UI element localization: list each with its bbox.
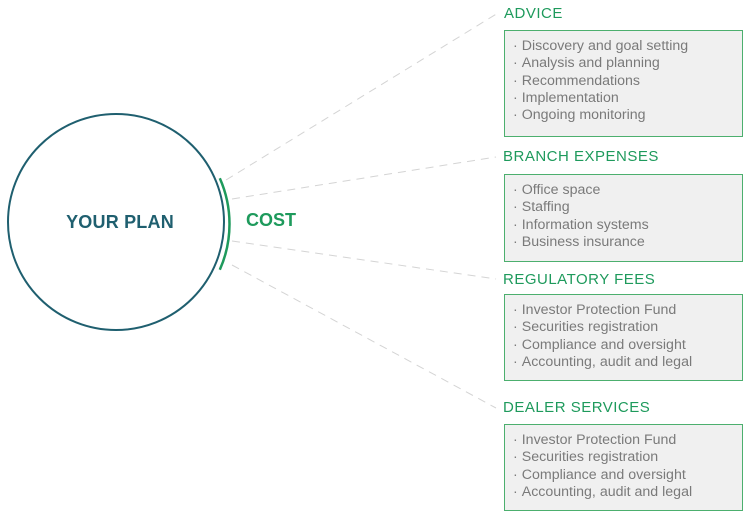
- plan-title: YOUR PLAN: [66, 212, 174, 232]
- bullet-icon: ·: [513, 233, 518, 250]
- bullet-icon: ·: [513, 336, 518, 353]
- connector-dealer-services: [231, 264, 497, 409]
- list-item: ·Compliance and oversight: [513, 336, 686, 353]
- list-item: ·Staffing: [513, 199, 570, 216]
- cost-label: COST: [246, 210, 297, 230]
- list-item: ·Investor Protection Fund: [513, 302, 677, 318]
- bullet-icon: ·: [513, 38, 518, 54]
- section-box-branch-expenses: ·Office space ·Staffing ·Information sys…: [504, 174, 743, 262]
- connector-advice: [225, 12, 499, 181]
- bullet-icon: ·: [513, 302, 518, 318]
- plan-circle: [7, 113, 225, 331]
- section-box-regulatory-fees: ·Investor Protection Fund ·Securities re…: [504, 294, 743, 381]
- bullet-icon: ·: [513, 182, 518, 198]
- bullet-icon: ·: [513, 449, 518, 466]
- list-item: ·Analysis and planning: [513, 55, 660, 72]
- bullet-icon: ·: [513, 353, 518, 370]
- cost-arc: [218, 177, 231, 271]
- bullet-icon: ·: [513, 432, 518, 448]
- list-item: ·Compliance and oversight: [513, 466, 686, 483]
- list-item: ·Ongoing monitoring: [513, 107, 646, 124]
- section-box-dealer-services: ·Investor Protection Fund ·Securities re…: [504, 424, 743, 511]
- list-item: ·Discovery and goal setting: [513, 38, 689, 54]
- bullet-icon: ·: [513, 466, 518, 483]
- list-item: ·Information systems: [513, 216, 649, 233]
- section-title-branch-expenses: BRANCH EXPENSES: [503, 148, 659, 165]
- connector-regulatory-fees: [231, 240, 497, 280]
- list-item: ·Recommendations: [513, 72, 641, 89]
- list-item: ·Implementation: [513, 89, 619, 106]
- bullet-icon: ·: [513, 55, 518, 72]
- list-item: ·Accounting, audit and legal: [513, 353, 693, 370]
- list-item: ·Business insurance: [513, 233, 645, 250]
- list-item: ·Investor Protection Fund: [513, 432, 677, 448]
- section-box-advice: ·Discovery and goal setting ·Analysis an…: [504, 30, 743, 137]
- list-item: ·Office space: [513, 182, 601, 198]
- bullet-icon: ·: [513, 216, 518, 233]
- bullet-icon: ·: [513, 199, 518, 216]
- bullet-icon: ·: [513, 89, 518, 106]
- bullet-icon: ·: [513, 107, 518, 124]
- bullet-icon: ·: [513, 483, 518, 500]
- connector-branch-expenses: [231, 156, 497, 200]
- section-title-regulatory-fees: REGULATORY FEES: [503, 271, 656, 288]
- section-title-advice: ADVICE: [504, 5, 563, 22]
- list-item: ·Accounting, audit and legal: [513, 483, 693, 500]
- bullet-icon: ·: [513, 72, 518, 89]
- section-title-dealer-services: DEALER SERVICES: [503, 399, 651, 416]
- list-item: ·Securities registration: [513, 319, 659, 336]
- list-item: ·Securities registration: [513, 449, 659, 466]
- bullet-icon: ·: [513, 319, 518, 336]
